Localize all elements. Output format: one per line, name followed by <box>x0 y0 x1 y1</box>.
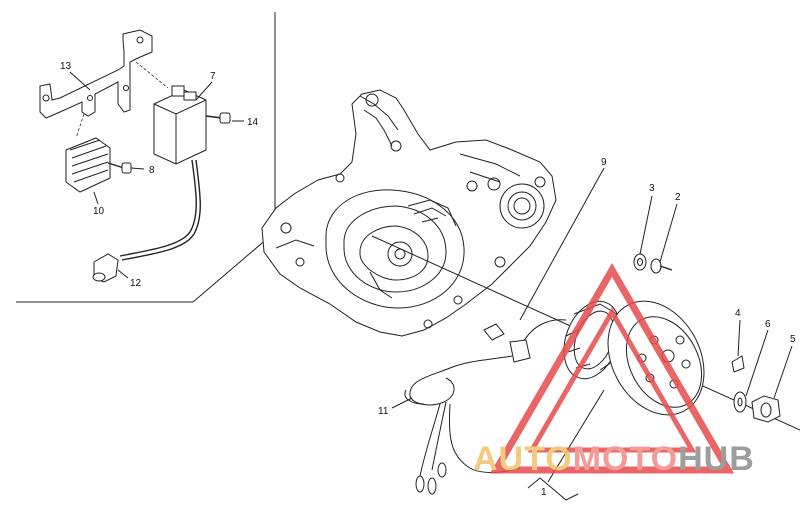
label-3: 3 <box>649 183 655 194</box>
svg-text:AUTOMOTOHUB: AUTOMOTOHUB <box>473 440 755 478</box>
label-8: 8 <box>149 165 155 176</box>
inset-frame <box>16 12 276 303</box>
nut-5 <box>751 395 781 423</box>
label-9: 9 <box>601 157 607 168</box>
key-4 <box>731 355 745 373</box>
screw-2 <box>650 258 673 274</box>
watermark-triangle-icon <box>489 263 735 474</box>
ht-lead-12 <box>92 159 201 283</box>
label-10: 10 <box>93 206 105 217</box>
watermark-auto-text: AUTO <box>473 440 573 478</box>
label-6: 6 <box>765 319 771 330</box>
screw-14 <box>205 112 231 124</box>
washer-3 <box>633 253 647 271</box>
ignition-coil-7 <box>153 85 207 165</box>
label-2: 2 <box>675 192 681 203</box>
watermark-inner-triangle-icon <box>527 307 697 453</box>
watermark-hub-text: HUB <box>678 440 755 478</box>
screw-8 <box>107 162 132 174</box>
watermark-logo: AUTOMOTOHUB <box>473 263 755 478</box>
regulator-10 <box>65 137 111 193</box>
stator-bracket-line <box>527 477 579 501</box>
watermark-moto-text: MOTO <box>573 440 678 478</box>
label-7: 7 <box>210 71 216 82</box>
label-13: 13 <box>60 61 72 72</box>
label-4: 4 <box>735 308 741 319</box>
part-labels: 1 2 3 4 5 6 7 8 9 10 11 12 13 14 <box>60 61 796 498</box>
label-11: 11 <box>378 406 389 417</box>
label-5: 5 <box>790 334 796 345</box>
label-1: 1 <box>541 487 547 498</box>
bracket-13 <box>39 29 153 119</box>
washer-6 <box>733 391 747 413</box>
label-12: 12 <box>130 278 142 289</box>
crankcase <box>261 89 557 337</box>
label-14: 14 <box>247 117 259 128</box>
wiring-harness-11 <box>404 319 567 495</box>
